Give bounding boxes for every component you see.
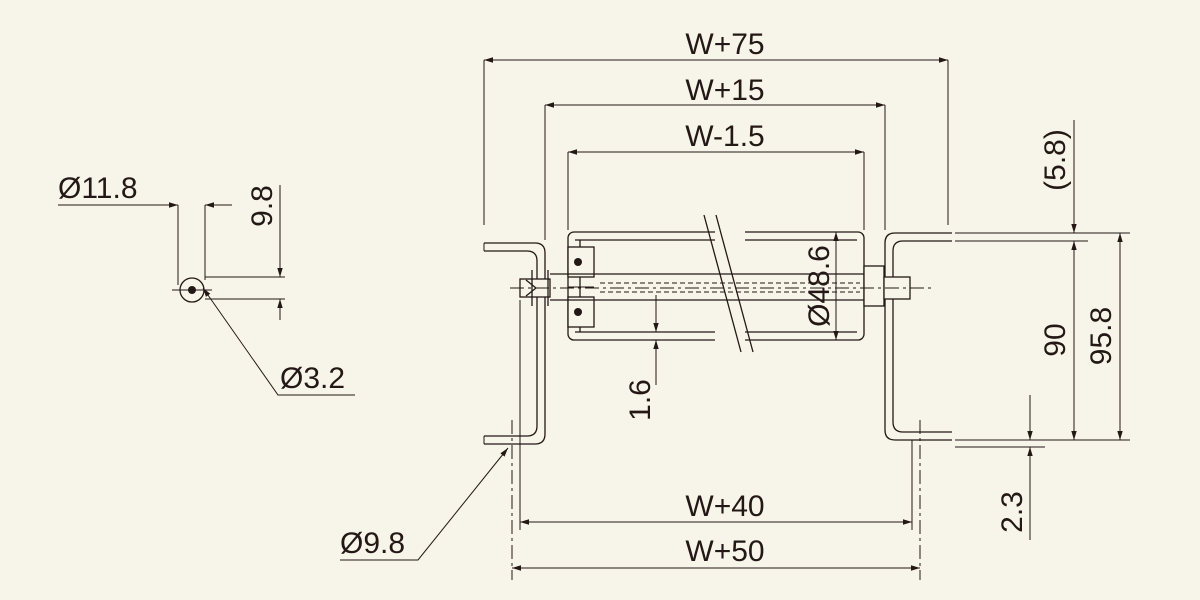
tube-diameter-dimension: Ø48.6 (803, 232, 839, 340)
wall-thickness-dimension: 1.6 (624, 295, 659, 421)
dim-w-minus-1-5: W-1.5 (685, 120, 764, 153)
hole-diameter-leader: Ø9.8 (340, 447, 509, 561)
dim-dia-9-8: Ø9.8 (340, 527, 405, 560)
dim-5-8: (5.8) (1039, 129, 1072, 191)
dim-w-plus-15: W+15 (685, 74, 764, 107)
dim-1-6: 1.6 (624, 379, 657, 421)
dim-95-8: 95.8 (1085, 307, 1118, 365)
break-marks (703, 214, 754, 353)
dim-dia-48-6: Ø48.6 (803, 245, 836, 327)
width-dimensions: W+75 W+15 W-1.5 W+40 W+50 (483, 28, 949, 571)
roller-assembly (483, 214, 952, 580)
shaft-end-detail: Ø11.8 9.8 Ø3.2 (58, 172, 355, 396)
dim-dia-3-2: Ø3.2 (280, 362, 345, 395)
dim-w-plus-75: W+75 (685, 28, 764, 61)
dim-9-8: 9.8 (246, 185, 279, 227)
height-dimensions: (5.8) 90 95.8 2.3 (955, 120, 1130, 540)
dim-w-plus-40: W+40 (685, 490, 764, 523)
dim-dia-11-8: Ø11.8 (58, 172, 138, 205)
dim-2-3: 2.3 (996, 491, 1029, 533)
dim-90: 90 (1039, 323, 1072, 356)
dim-w-plus-50: W+50 (685, 535, 764, 568)
